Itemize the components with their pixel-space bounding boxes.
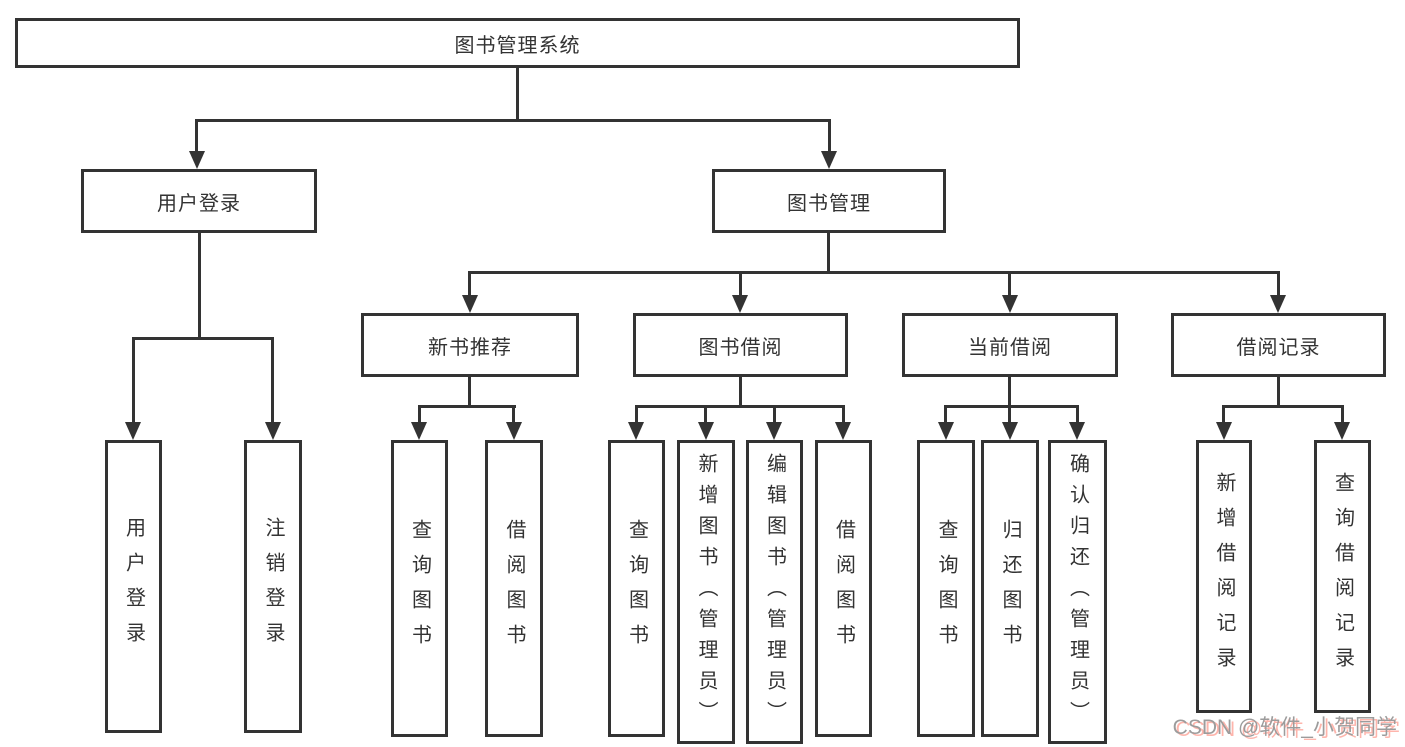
leaf-label: 归还图书: [999, 518, 1021, 659]
node-label: 借阅记录: [1236, 336, 1321, 359]
leaf-label: 用户登录: [122, 516, 145, 657]
connector-line: [1008, 377, 1011, 407]
leaf-label: 新增图书（管理员）: [695, 452, 717, 732]
connector-line: [132, 337, 274, 340]
leaf-label: 新增借阅记录: [1213, 471, 1235, 682]
connector-line: [704, 405, 707, 424]
node-label: 图书管理系统: [454, 34, 581, 57]
connector-line: [198, 233, 201, 337]
leaf-query-books: 查询图书: [391, 440, 448, 737]
connector-line: [468, 377, 471, 407]
node-label: 图书借阅: [698, 336, 783, 359]
node-label: 图书管理: [787, 192, 871, 215]
connector-line: [739, 271, 742, 297]
arrow-down-icon: [821, 151, 837, 169]
connector-line: [842, 405, 845, 424]
connector-line: [516, 68, 519, 121]
arrow-down-icon: [732, 295, 748, 313]
connector-line: [1008, 271, 1011, 297]
leaf-return-books: 归还图书: [981, 440, 1039, 737]
leaf-query-borrow-record: 查询借阅记录: [1314, 440, 1371, 713]
arrow-down-icon: [411, 422, 427, 440]
connector-line: [418, 405, 516, 408]
node-label: 用户登录: [157, 192, 241, 215]
arrow-down-icon: [265, 422, 281, 440]
node-borrow-records: 借阅记录: [1171, 313, 1386, 377]
arrow-down-icon: [938, 422, 954, 440]
arrow-down-icon: [1270, 295, 1286, 313]
leaf-edit-book-admin: 编辑图书（管理员）: [746, 440, 803, 744]
connector-line: [944, 405, 947, 424]
connector-line: [635, 405, 845, 408]
connector-line: [468, 271, 1280, 274]
leaf-logout: 注销登录: [244, 440, 302, 733]
arrow-down-icon: [506, 422, 522, 440]
connector-line: [1076, 405, 1079, 424]
node-label: 新书推荐: [428, 336, 512, 359]
arrow-down-icon: [628, 422, 644, 440]
node-library-management-system: 图书管理系统: [15, 18, 1020, 68]
connector-line: [468, 271, 471, 297]
connector-line: [195, 119, 831, 122]
leaf-label: 查询图书: [408, 518, 431, 659]
connector-line: [1277, 271, 1280, 297]
connector-line: [1222, 405, 1344, 408]
connector-line: [132, 337, 135, 423]
leaf-borrow-books: 借阅图书: [815, 440, 872, 737]
arrow-down-icon: [462, 295, 478, 313]
leaf-query-books: 查询图书: [917, 440, 975, 737]
connector-line: [195, 119, 198, 153]
node-label: 当前借阅: [968, 336, 1052, 359]
connector-line: [635, 405, 638, 424]
connector-line: [418, 405, 421, 424]
leaf-user-login: 用户登录: [105, 440, 162, 733]
arrow-down-icon: [1002, 422, 1018, 440]
leaf-label: 查询图书: [935, 518, 957, 659]
connector-line: [828, 119, 831, 153]
connector-line: [1008, 405, 1011, 424]
arrow-down-icon: [1002, 295, 1018, 313]
node-book-borrow: 图书借阅: [633, 313, 848, 377]
connector-line: [773, 405, 776, 424]
leaf-label: 注销登录: [262, 516, 284, 657]
arrow-down-icon: [189, 151, 205, 169]
leaf-add-book-admin: 新增图书（管理员）: [677, 440, 735, 744]
connector-line: [512, 405, 515, 424]
leaf-confirm-return-admin: 确认归还（管理员）: [1048, 440, 1107, 744]
node-user-login: 用户登录: [81, 169, 317, 233]
leaf-label: 借阅图书: [503, 518, 525, 659]
arrow-down-icon: [1334, 422, 1350, 440]
arrow-down-icon: [1069, 422, 1085, 440]
connector-line: [1222, 405, 1225, 424]
leaf-label: 借阅图书: [832, 518, 855, 659]
arrow-down-icon: [835, 422, 851, 440]
leaf-label: 编辑图书（管理员）: [763, 452, 786, 732]
arrow-down-icon: [766, 422, 782, 440]
connector-line: [827, 233, 830, 273]
leaf-add-borrow-record: 新增借阅记录: [1196, 440, 1252, 713]
node-current-borrow: 当前借阅: [902, 313, 1118, 377]
connector-line: [1277, 377, 1280, 407]
leaf-borrow-books: 借阅图书: [485, 440, 543, 737]
arrow-down-icon: [1216, 422, 1232, 440]
connector-line: [944, 405, 1079, 408]
connector-line: [1341, 405, 1344, 424]
csdn-watermark: CSDN @软件_小贺同学: [1172, 716, 1397, 739]
connector-line: [271, 337, 274, 423]
leaf-query-books: 查询图书: [608, 440, 665, 737]
leaf-label: 确认归还（管理员）: [1066, 452, 1089, 732]
leaf-label: 查询借阅记录: [1331, 471, 1354, 682]
arrow-down-icon: [698, 422, 714, 440]
leaf-label: 查询图书: [625, 518, 648, 659]
arrow-down-icon: [125, 422, 141, 440]
node-book-management: 图书管理: [712, 169, 946, 233]
connector-line: [739, 377, 742, 407]
node-new-book-recommend: 新书推荐: [361, 313, 579, 377]
